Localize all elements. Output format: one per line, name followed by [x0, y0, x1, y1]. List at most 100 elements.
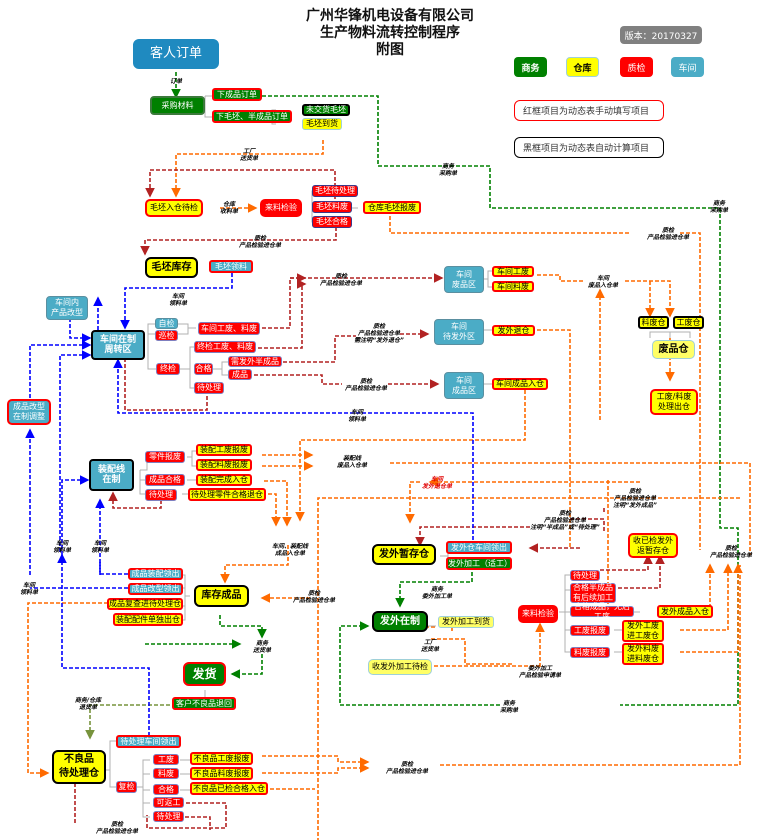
- label-biz-purchase-2: 商务 采购单: [709, 200, 729, 214]
- label-ws-pick-3: 车间 领料单: [52, 540, 72, 554]
- node-r-ok[interactable]: 合格: [153, 784, 179, 795]
- node-ws-finished-area[interactable]: 车间 成品区: [444, 372, 484, 399]
- node-ws-scrap[interactable]: 车间工废、料废: [198, 322, 260, 335]
- node-fin-asm-pick[interactable]: 成品装配领出: [128, 568, 183, 580]
- node-blank-arrived[interactable]: 毛坯到货: [302, 118, 342, 130]
- node-blank-undelivered[interactable]: 未交货毛坯: [302, 104, 350, 116]
- label-ws-pick-1: 车间 领料单: [168, 293, 188, 307]
- node-ws-finished-in[interactable]: 车间成品入仓: [492, 378, 548, 390]
- node-patrol-check[interactable]: 巡检: [155, 330, 178, 341]
- node-pending-ws-pick[interactable]: 待处理车间领出: [116, 735, 181, 748]
- legend-warehouse: 仓库: [566, 57, 599, 77]
- node-mat-scrap-wh[interactable]: 料废仓: [638, 316, 669, 329]
- label-ws-scrap-in: 车间 废品入仓单: [587, 275, 619, 289]
- node-purchase[interactable]: 采购材料: [150, 96, 205, 115]
- node-outsource-wip[interactable]: 发外在制: [372, 611, 428, 632]
- node-blank-pending-process[interactable]: 毛坯待处理: [312, 185, 358, 197]
- node-scrap-wh[interactable]: 废品仓: [652, 340, 695, 359]
- label-qc-in-outsource: 质检 产品检验进仓单 需注明“发外退仓”: [354, 323, 404, 344]
- node-d-mat-scrap[interactable]: 不良品料废报废: [190, 767, 253, 780]
- node-o-fin-in[interactable]: 发外成品入仓: [657, 605, 713, 618]
- node-self-check[interactable]: 自检: [155, 318, 178, 329]
- node-blank-ok[interactable]: 毛坯合格: [312, 216, 352, 228]
- node-product-ok[interactable]: 成品合格: [145, 474, 185, 486]
- label-biz-delivery: 商务 送货单: [252, 640, 272, 654]
- node-recv-out-pending[interactable]: 收发外加工待检: [368, 659, 432, 675]
- node-asm-done-in[interactable]: 装配完成入仓: [196, 474, 252, 486]
- node-recheck[interactable]: 复检: [116, 781, 137, 793]
- node-asm-pending[interactable]: 待处理: [145, 489, 177, 501]
- node-o-fin-ok[interactable]: 合格成品，无后工序: [570, 602, 634, 621]
- node-o-mat-scrap-in[interactable]: 发外料废 进料废仓: [622, 643, 664, 665]
- node-final-scrap[interactable]: 终检工废、料废: [194, 341, 256, 353]
- node-model-adjust[interactable]: 成品改型 在制调整: [7, 399, 51, 425]
- node-incoming-check2[interactable]: 来料检验: [518, 605, 558, 623]
- node-pending[interactable]: 待处理: [194, 382, 224, 394]
- label-out-qc-apply: 委外加工 产品检验申请单: [518, 665, 562, 679]
- label-ws-pick-5: 车间 领料单: [19, 582, 39, 596]
- node-scrap-out[interactable]: 工废/料废 处理出仓: [650, 389, 698, 415]
- label-qc-in-3: 质检 产品检验进仓单: [319, 273, 363, 287]
- label-wh-receipt: 仓库 收料单: [219, 201, 239, 215]
- node-blank-scrap[interactable]: 毛坯料废: [312, 201, 352, 213]
- label-qc-in-6: 质检 产品检验进仓单: [292, 590, 336, 604]
- node-outsource-temp[interactable]: 发外暂存仓: [372, 544, 436, 565]
- node-blank-pending-check[interactable]: 毛坯入仓待检: [145, 199, 203, 217]
- node-cust-return[interactable]: 客户不良品退回: [172, 697, 236, 710]
- node-o-work-scrap[interactable]: 工废报废: [570, 625, 610, 636]
- node-r-mat-scrap[interactable]: 料废: [153, 768, 179, 779]
- node-outsource-process[interactable]: 发外加工（适工）: [446, 557, 512, 570]
- node-ws-model-change[interactable]: 车间内 产品改型: [46, 296, 88, 320]
- node-outsource-return[interactable]: 发外退仓: [492, 325, 535, 336]
- node-defect-wh[interactable]: 不良品 待处理仓: [52, 750, 106, 784]
- node-pending-part-ok-return[interactable]: 待处理零件合格退仓: [188, 488, 266, 501]
- node-fin-model-pick[interactable]: 成品改型领出: [128, 583, 183, 595]
- node-part-scrap[interactable]: 零件报废: [145, 451, 185, 463]
- label-biz-purchase-1: 商务 采购单: [438, 163, 458, 177]
- label-factory-delivery-1: 工厂 送货单: [239, 148, 259, 162]
- node-fin-recheck[interactable]: 成品复查进待处理仓: [107, 598, 183, 610]
- node-blank-pick[interactable]: 毛坯领料: [209, 260, 253, 273]
- node-work-scrap-wh[interactable]: 工废仓: [673, 316, 704, 329]
- node-outsource-arrived[interactable]: 发外加工到货: [438, 616, 494, 628]
- node-asm-work-scrap[interactable]: 装配工废报废: [196, 444, 252, 456]
- label-qc-in-8: 质检 产品检验进仓单: [95, 821, 139, 835]
- node-r-pending[interactable]: 待处理: [153, 811, 184, 822]
- node-o-semi-ok[interactable]: 合格半成品 有后续加工: [570, 583, 616, 603]
- node-o-work-scrap-in[interactable]: 发外工废 进工废仓: [622, 620, 664, 642]
- node-o-mat-scrap[interactable]: 料废报废: [570, 647, 610, 658]
- node-order-finished[interactable]: 下成品订单: [212, 88, 262, 101]
- page-title: 广州华锋机电设备有限公司 生产物料流转控制程序 附图: [306, 8, 474, 58]
- node-finished[interactable]: 成品: [228, 369, 252, 380]
- node-stock-finished[interactable]: 库存成品: [194, 585, 249, 607]
- node-r-rework[interactable]: 可返工: [153, 797, 184, 808]
- warehouse-flow-lines: [27, 140, 751, 840]
- node-r-work-scrap[interactable]: 工废: [153, 754, 179, 765]
- workshop-flow-lines: [25, 273, 474, 742]
- node-asm-mat-scrap[interactable]: 装配料废报废: [196, 459, 252, 471]
- node-wh-blank-scrap[interactable]: 仓库毛坯报废: [363, 201, 421, 214]
- node-asm-parts-out[interactable]: 装配配件单独出仓: [113, 613, 183, 626]
- node-recv-checked-temp[interactable]: 收已检发外 返暂存仓: [628, 533, 678, 558]
- node-assembly-wip[interactable]: 装配线 在制: [89, 459, 134, 491]
- node-order-blank[interactable]: 下毛坯、半成品订单: [212, 110, 292, 123]
- node-final-check[interactable]: 终检: [156, 363, 180, 375]
- node-need-outsource-semi[interactable]: 需发外半成品: [228, 356, 282, 367]
- node-d-work-scrap[interactable]: 不良品工废报废: [190, 752, 253, 765]
- node-ws-outsource-area[interactable]: 车间 待发外区: [434, 319, 484, 345]
- node-incoming-check[interactable]: 来料检验: [260, 199, 302, 217]
- node-d-ok-in[interactable]: 不良品已检合格入仓: [190, 782, 268, 795]
- node-out-ws-pick[interactable]: 发外仓车间领出: [446, 541, 512, 554]
- node-o-pending[interactable]: 待处理: [570, 570, 600, 581]
- node-ws-wip[interactable]: 车间在制 周转区: [91, 330, 145, 360]
- node-qualified[interactable]: 合格: [194, 363, 213, 375]
- node-ws-mat-scrap[interactable]: 车间料废: [492, 281, 534, 292]
- node-ws-scrap-area[interactable]: 车间 废品区: [444, 266, 484, 293]
- legend-qc: 质检: [620, 57, 653, 77]
- node-blank-stock[interactable]: 毛坯库存: [145, 257, 198, 278]
- node-customer-order[interactable]: 客人订单: [133, 39, 219, 69]
- node-ship[interactable]: 发货: [183, 662, 226, 686]
- legend-business: 商务: [514, 57, 547, 77]
- node-ws-work-scrap[interactable]: 车间工废: [492, 266, 534, 277]
